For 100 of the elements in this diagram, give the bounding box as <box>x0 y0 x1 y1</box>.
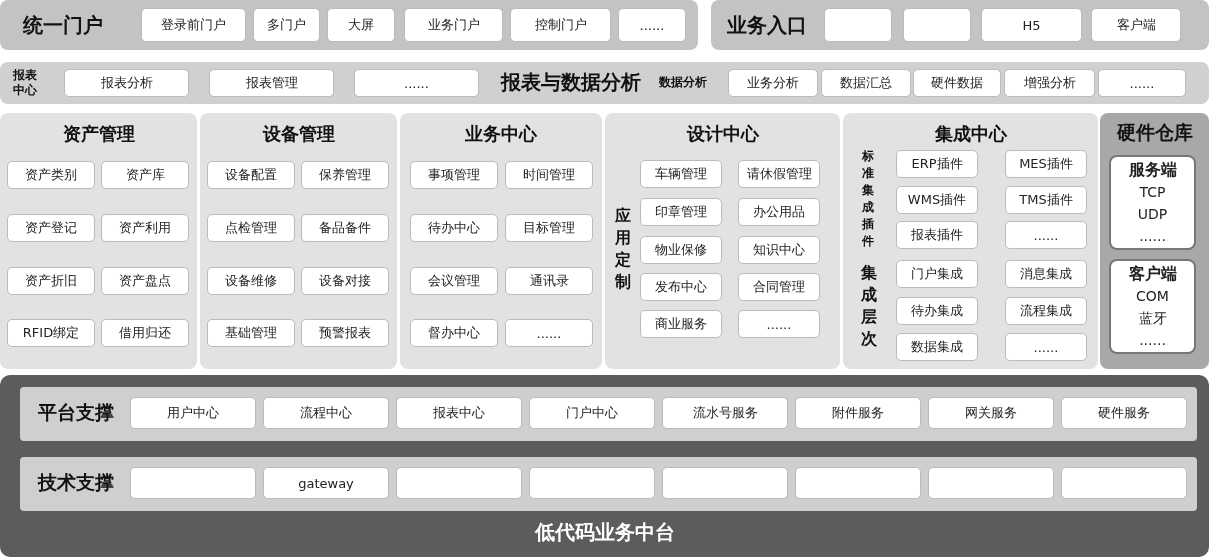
panel-title: 平台支撑 <box>37 400 115 425</box>
module-box: WMS插件 <box>896 186 978 214</box>
side-heading: 报表中心 <box>12 67 38 99</box>
module-box: 用户中心 <box>130 397 256 429</box>
panel <box>711 0 1209 50</box>
module-box: ...... <box>738 310 820 338</box>
module-box: gateway <box>263 467 389 499</box>
panel-title: 业务中心 <box>464 122 538 146</box>
panel <box>200 113 397 369</box>
module-box: 待办集成 <box>896 297 978 325</box>
module-box <box>928 467 1054 499</box>
module-box: 请休假管理 <box>738 160 820 188</box>
module-box: 基础管理 <box>207 319 295 347</box>
panel-title: 业务入口 <box>726 11 808 39</box>
panel-title: 设备管理 <box>261 122 336 146</box>
module-box <box>529 467 655 499</box>
module-box: ...... <box>1005 221 1087 249</box>
module-box: 预警报表 <box>301 319 389 347</box>
module-box <box>824 8 892 42</box>
module-box: 报表分析 <box>64 69 189 97</box>
module-box: 多门户 <box>253 8 320 42</box>
module-box: 业务门户 <box>404 8 503 42</box>
module-box: 资产盘点 <box>101 267 189 295</box>
group-card <box>1109 155 1196 250</box>
module-box: 知识中心 <box>738 236 820 264</box>
module-box: 资产折旧 <box>7 267 95 295</box>
panel <box>20 457 1197 511</box>
module-box: RFID绑定 <box>7 319 95 347</box>
module-box <box>903 8 971 42</box>
module-box: 消息集成 <box>1005 260 1087 288</box>
panel-title: 统一门户 <box>21 11 104 39</box>
module-box: 办公用品 <box>738 198 820 226</box>
module-box: 控制门户 <box>510 8 611 42</box>
module-box: 目标管理 <box>505 214 593 242</box>
module-box: 督办中心 <box>410 319 498 347</box>
module-box: 车辆管理 <box>640 160 722 188</box>
module-box <box>662 467 788 499</box>
panel-title: 硬件仓库 <box>1115 120 1194 145</box>
module-box: 流水号服务 <box>662 397 788 429</box>
module-box: 通讯录 <box>505 267 593 295</box>
module-box: 物业保修 <box>640 236 722 264</box>
panel <box>0 0 698 50</box>
module-box: ERP插件 <box>896 150 978 178</box>
module-box: 增强分析 <box>1004 69 1095 97</box>
module-box <box>795 467 921 499</box>
module-box: 资产利用 <box>101 214 189 242</box>
panel <box>20 387 1197 441</box>
module-box: 硬件数据 <box>913 69 1001 97</box>
panel <box>0 113 197 369</box>
module-box: 报表管理 <box>209 69 334 97</box>
panel <box>400 113 602 369</box>
panel-title: 报表与数据分析 <box>499 68 642 96</box>
module-box: 硬件服务 <box>1061 397 1187 429</box>
module-box: 设备对接 <box>301 267 389 295</box>
card-title: 客户端 <box>1128 263 1177 285</box>
module-box: ...... <box>354 69 479 97</box>
panel-title: 设计中心 <box>685 122 760 146</box>
module-box <box>130 467 256 499</box>
panel-title: 技术支撑 <box>36 470 115 495</box>
module-box: 门户中心 <box>529 397 655 429</box>
module-box: 数据汇总 <box>821 69 911 97</box>
list-item: UDP <box>1137 205 1168 224</box>
module-box: ...... <box>1098 69 1186 97</box>
side-heading: 标准集成插件 <box>861 148 875 250</box>
module-box: 大屏 <box>327 8 395 42</box>
side-heading: 集成层次 <box>860 262 878 350</box>
module-box: 借用归还 <box>101 319 189 347</box>
module-box: 网关服务 <box>928 397 1054 429</box>
panel <box>605 113 840 369</box>
panel <box>843 113 1098 369</box>
list-item: COM <box>1136 287 1169 306</box>
panel <box>0 62 1209 104</box>
module-box: ...... <box>618 8 686 42</box>
module-box: 合同管理 <box>738 273 820 301</box>
module-box: 资产库 <box>101 161 189 189</box>
module-box: 附件服务 <box>795 397 921 429</box>
module-box: 事项管理 <box>410 161 498 189</box>
module-box <box>1061 467 1187 499</box>
module-box: 发布中心 <box>640 273 722 301</box>
module-box: 业务分析 <box>728 69 818 97</box>
module-box: MES插件 <box>1005 150 1087 178</box>
module-box: 报表中心 <box>396 397 522 429</box>
side-heading: 数据分析 <box>658 73 708 91</box>
module-box: ...... <box>505 319 593 347</box>
module-box: 印章管理 <box>640 198 722 226</box>
module-box: 数据集成 <box>896 333 978 361</box>
module-box: 报表插件 <box>896 221 978 249</box>
module-box: 设备维修 <box>207 267 295 295</box>
module-box: 时间管理 <box>505 161 593 189</box>
module-box: 资产登记 <box>7 214 95 242</box>
module-box: 门户集成 <box>896 260 978 288</box>
module-box: 会议管理 <box>410 267 498 295</box>
side-heading: 应用定制 <box>614 205 632 293</box>
list-item: TCP <box>1139 183 1166 202</box>
module-box: 点检管理 <box>207 214 295 242</box>
panel <box>0 375 1209 557</box>
module-box: 设备配置 <box>207 161 295 189</box>
panel-title: 低代码业务中台 <box>533 518 676 546</box>
module-box: 流程中心 <box>263 397 389 429</box>
card-title: 服务端 <box>1128 159 1177 181</box>
